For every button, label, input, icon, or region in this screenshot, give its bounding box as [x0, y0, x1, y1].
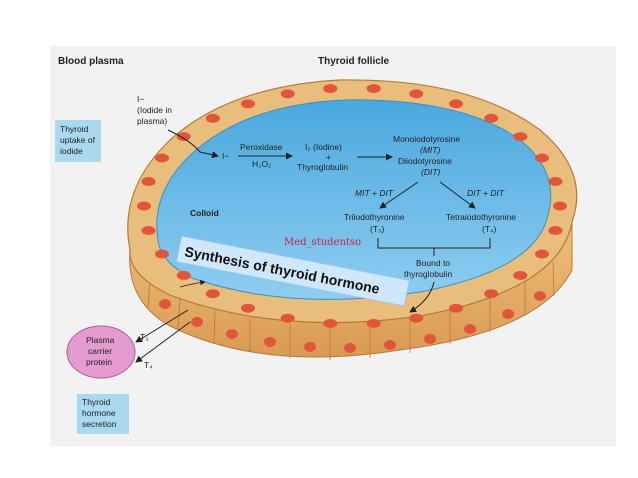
cell-nucleus — [280, 313, 295, 323]
secretion-line-1: Thyroid — [82, 397, 111, 407]
cell-nucleus — [513, 132, 528, 142]
cell-nucleus — [241, 303, 255, 313]
thyroglobulin-label: Thyroglobulin — [297, 162, 348, 172]
cell-nucleus — [409, 313, 424, 323]
cell-nucleus — [264, 337, 276, 347]
cell-nucleus — [205, 113, 220, 123]
t4-release-arrow — [135, 321, 191, 363]
t3-release-arrow — [135, 309, 189, 343]
cell-nucleus — [241, 99, 255, 109]
cell-nucleus — [409, 89, 424, 99]
secretion-line-2: hormone — [82, 408, 116, 418]
iodide-note-2: (Iodide in — [137, 105, 172, 115]
cell-nucleus — [191, 317, 203, 327]
mit-abbrev: (MIT) — [420, 145, 440, 155]
bound-label-1: Bound to — [416, 258, 450, 268]
cell-nucleus — [384, 340, 396, 350]
secretion-path-arrow — [409, 281, 435, 313]
t4-formation-arrow — [439, 181, 476, 209]
peroxidase-label: Peroxidase — [240, 142, 283, 152]
cell-nucleus — [304, 342, 316, 352]
plus-sign: + — [326, 152, 331, 162]
iodide-uptake-arrow — [167, 129, 219, 159]
bound-label-2: thyroglobulin — [404, 269, 452, 279]
cell-nuclei — [137, 84, 567, 353]
cell-nucleus — [513, 270, 528, 280]
cell-nucleus — [548, 226, 563, 235]
iodide-note-3: plasma) — [137, 116, 167, 126]
thyroid-uptake-box: Thyroid uptake of iodide — [55, 120, 101, 162]
cell-nucleus — [176, 270, 191, 280]
cell-nucleus — [449, 303, 463, 313]
cell-nucleus — [484, 289, 499, 299]
cell-nucleus — [323, 84, 338, 94]
iodide-note-1: I− — [137, 94, 144, 104]
cell-nucleus — [502, 309, 514, 319]
iodide-internal-arrow — [179, 279, 206, 288]
header-blood-plasma: Blood plasma — [58, 56, 124, 67]
t4-name: Tetraiodothyronine — [446, 212, 516, 222]
cell-nucleus — [155, 249, 169, 259]
h2o2-label: H₂O₂ — [252, 159, 271, 169]
iodide-plasma-note: I− (Iodide in plasma) — [137, 94, 172, 126]
cell-nucleus — [159, 299, 171, 309]
cell-nucleus — [366, 318, 381, 328]
cell-nucleus — [323, 318, 338, 328]
cell-nucleus — [176, 132, 191, 142]
plasma-label-2: carrier — [88, 346, 112, 356]
uptake-line-1: Thyroid — [60, 124, 89, 134]
dit-abbrev: (DIT) — [421, 167, 441, 177]
cell-nucleus — [553, 201, 567, 211]
t3-formation-arrow — [379, 181, 419, 209]
cell-nucleus — [155, 153, 169, 163]
cell-nucleus — [534, 291, 546, 301]
cell-nucleus — [226, 329, 238, 339]
reaction-dit-dit: DIT + DIT — [467, 188, 505, 198]
t4-release-label: T₄ — [144, 360, 153, 370]
t3-release-label: T₃ — [140, 332, 149, 342]
bound-bracket — [377, 238, 491, 256]
cell-nucleus — [424, 334, 436, 344]
t3-name: Triiodothyronine — [344, 212, 405, 222]
plasma-label-3: protein — [86, 357, 112, 367]
cell-nucleus — [449, 99, 463, 109]
watermark-text: Med_studentso — [284, 237, 361, 248]
cell-nucleus — [535, 153, 549, 163]
cell-nucleus — [280, 89, 295, 99]
uptake-line-2: uptake of — [60, 135, 96, 145]
iodide-ion-label: I− — [222, 151, 229, 161]
plasma-carrier-protein: Plasma carrier protein — [66, 325, 136, 379]
t3-abbrev: (T₃) — [370, 224, 384, 234]
t4-abbrev: (T₄) — [482, 224, 496, 234]
header-thyroid-follicle: Thyroid follicle — [318, 56, 390, 67]
mit-label: Monoiodotyrosine — [393, 134, 460, 144]
secretion-line-3: secretion — [82, 419, 117, 429]
cell-nucleus — [484, 113, 499, 123]
side-cell-divisions — [147, 261, 555, 360]
cell-nucleus — [205, 289, 220, 299]
cell-nucleus — [344, 343, 356, 353]
colloid-label: Colloid — [190, 208, 219, 218]
cell-nucleus — [141, 226, 156, 235]
synthesis-pathway: I− Peroxidase H₂O₂ I₂ (Iodine) + Thyrogl… — [222, 134, 516, 313]
cell-nucleus — [548, 177, 563, 186]
dit-label: Diiodotyrosine — [398, 156, 452, 166]
cell-nucleus — [535, 249, 549, 259]
cell-nucleus — [464, 324, 476, 334]
colloid-lumen — [156, 99, 552, 300]
cell-nucleus — [141, 177, 156, 186]
uptake-line-3: iodide — [60, 146, 83, 156]
hormone-secretion-box: Thyroid hormone secretion — [77, 394, 129, 434]
iodine-label: I₂ (Iodine) — [305, 142, 342, 152]
cell-nucleus — [366, 84, 381, 94]
reaction-mit-dit: MIT + DIT — [355, 188, 394, 198]
cell-nucleus — [137, 201, 151, 211]
plasma-label-1: Plasma — [86, 335, 115, 345]
